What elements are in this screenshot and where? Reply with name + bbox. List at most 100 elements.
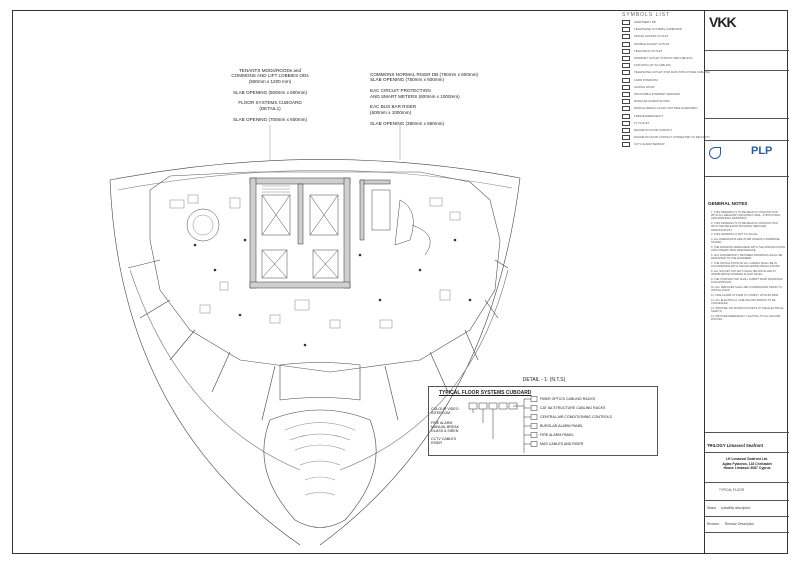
- client-line: House Limassol 3087 Cyprus: [723, 466, 771, 471]
- symbols-title: SYMBOLS LIST: [622, 12, 671, 18]
- symbol-icon: [622, 128, 630, 133]
- symbol-row: TELEVISION OUTLET: [622, 48, 663, 54]
- symbol-row: FRIDGE EMERGENCY: [622, 113, 664, 119]
- symbol-row: PIR DOUBLE INTERNET SENSORS: [622, 92, 680, 97]
- symbol-icon: [622, 135, 630, 141]
- general-note: 14. PROVIDE EMERGENCY LIGHTING TO ALL ES…: [711, 315, 781, 322]
- detail-left-label: CCTV CABLES RISER: [431, 437, 456, 445]
- client-address: LH Limassol Seafront Ltd.Agias Fylaxeos,…: [709, 457, 785, 471]
- top-note-line: (DETAIL1): [259, 105, 281, 111]
- symbol-row: TELEPHONE OUTLET (FOR DATA STRUCTURE CAB…: [622, 70, 710, 76]
- symbol-icon: [622, 113, 630, 119]
- title-block: VKK PLP GENERAL NOTES 1. THIS DRAWING IS…: [704, 10, 789, 554]
- top-notes-right: COMMONS NORMAL RISER DB (780mm x 600mm)S…: [370, 72, 480, 126]
- plp-logo: PLP: [751, 145, 773, 157]
- detail-diagram: [468, 396, 538, 453]
- top-note-line: SLAB OPENING (750mm x 600mm): [370, 77, 445, 83]
- top-note-line: SLAB OPENING (380mm x 850mm): [370, 120, 445, 126]
- detail-right-label: FIBER OPTICS CABLING RACKS: [540, 396, 596, 401]
- detail-right-label: BURGLAR ALARM PANEL: [540, 423, 584, 428]
- symbol-label: APARTMENT DB: [634, 20, 656, 25]
- symbol-icon: [622, 34, 630, 40]
- symbol-icon: [622, 120, 630, 126]
- symbol-label: CCTV ALARM SENSOR: [634, 142, 665, 147]
- symbol-icon: [622, 63, 630, 69]
- general-note: 5. THE DRAWING WHEN READ WITH THE SPECIF…: [711, 246, 785, 253]
- general-note: 4. ALL DIMENSIONS ARE IN MM UNLESS OTHER…: [711, 238, 780, 245]
- symbol-icon: [622, 92, 630, 97]
- symbol-label: INTERNET OUTLET (STRUCTURE CABLING): [634, 56, 693, 61]
- detail-right-label: FIRE ALARM PANEL: [540, 432, 574, 437]
- symbol-label: SINGLE SOCKET OUTLET: [634, 34, 669, 39]
- symbol-icon: [622, 77, 630, 83]
- symbol-label: BURGLAR ALARM KEYPAD: [634, 99, 670, 104]
- status-label: Status: [707, 506, 717, 510]
- symbol-label: FOR DATA CAT 6A CABLING: [634, 63, 671, 68]
- symbol-row: TV OUTLET: [622, 120, 650, 126]
- symbol-icon: [622, 84, 630, 90]
- symbols-list: SYMBOLS LIST APARTMENT DB TELEPHONE SYSTE…: [622, 12, 710, 152]
- symbol-icon: [622, 70, 630, 76]
- top-note-line: (500mm x 1200 mm): [248, 78, 292, 84]
- general-note: 10. ALL SERVICES SHALL BE COORDINATED PR…: [711, 286, 782, 293]
- top-note-line: EAC CIRCUIT PROTECTION: [370, 88, 431, 94]
- top-note-line: SLAB OPENING (700mm x 600mm): [232, 116, 308, 122]
- detail-title: DETAIL - 1: (N.T.S): [522, 377, 566, 383]
- symbol-icon: [622, 106, 630, 112]
- top-note-line: (600mm x 1000mm): [370, 109, 412, 115]
- symbol-label: MAGNETIC DOOR CONTACT CONNECTED TO SECUR…: [634, 135, 710, 140]
- general-note: 1. THIS DRAWING IS TO BE READ IN CONJUNC…: [711, 211, 781, 221]
- symbol-row: CCTV ALARM SENSOR: [622, 142, 665, 148]
- symbol-label: MAGNETIC DOOR CONTACT: [634, 128, 673, 133]
- client-line: LH Limassol Seafront Ltd.: [725, 457, 768, 461]
- client-line: Agias Fylaxeos, 118 Christabel: [722, 461, 772, 466]
- symbol-icon: [622, 48, 630, 54]
- general-note: 3. THIS DRAWING IS NOT TO SCALE.: [711, 233, 759, 237]
- top-note-line: EAC BUS BAR RISER: [370, 104, 417, 110]
- detail-left-label: FIRE ALARM MANUAL BREAK GLASS & SIREN: [431, 421, 460, 433]
- symbol-label: SLIDING DOOR: [634, 85, 655, 90]
- symbol-label: TV OUTLET: [634, 121, 650, 126]
- top-note-line: SLAB OPENING (500mm x 600mm): [232, 89, 308, 95]
- symbol-label: FRIDGE EMERGENCY: [634, 113, 664, 118]
- general-note: 11. FIRE ALARM SYSTEM TO COMPLY WITH BS …: [711, 294, 779, 298]
- general-note: 9. THE CONTRACTOR SHALL SUBMIT SHOP DRAW…: [711, 278, 783, 285]
- symbol-label: TELEPHONE SYSTEMS CUPBOARD: [634, 27, 682, 32]
- symbol-row: MANUAL BREAK GLASS UNIT FIRE ALARM BELL: [622, 106, 699, 112]
- symbol-icon: [622, 99, 630, 105]
- symbol-row: FOR DATA CAT 6A CABLING: [622, 63, 671, 69]
- top-note-line: TENANTS MODs/ROODs and: [238, 68, 302, 73]
- general-note: 7. THE INSTALLATION OF ALL CABLES SHALL …: [711, 262, 781, 269]
- symbol-row: SLIDING DOOR: [622, 84, 655, 90]
- status-value: suitability description: [721, 506, 751, 510]
- symbol-icon: [622, 56, 630, 61]
- general-note: 2. THIS DRAWING IS TO BE READ IN CONJUNC…: [711, 222, 778, 232]
- top-note-line: AND SMART METERS (600mm x 1000mm): [370, 93, 460, 99]
- detail-right-label: CENTRAL AIR CONDITIONING CONTROLS: [540, 414, 612, 419]
- general-note: 8. ALL SOCKET OUTLETS SHALL BE INSTALLED…: [711, 270, 776, 277]
- symbol-row: CARD INTERCOM: [622, 77, 658, 83]
- symbol-label: MANUAL BREAK GLASS UNIT FIRE ALARM BELL: [634, 106, 699, 111]
- symbol-icon: [622, 27, 630, 33]
- symbol-row: MAGNETIC DOOR CONTACT CONNECTED TO SECUR…: [622, 135, 710, 141]
- symbol-row: INTERNET OUTLET (STRUCTURE CABLING): [622, 56, 693, 61]
- symbol-row: APARTMENT DB: [622, 20, 656, 25]
- symbol-icon: [622, 20, 630, 25]
- top-note-line: COMMONS AND LIFT LOBBIES ODs: [231, 73, 309, 79]
- general-note: 6. ANY DISCREPANCY BETWEEN DRAWINGS SHAL…: [711, 254, 783, 261]
- symbol-label: TELEVISION OUTLET: [634, 49, 663, 54]
- project-name: TRILOGY Limassol Seafront: [707, 443, 763, 448]
- drawing-frame: [12, 10, 788, 554]
- consultant-logo: [709, 147, 721, 159]
- symbol-label: DOUBLE SOCKET OUTLET: [634, 41, 670, 46]
- top-note-line: COMMONS NORMAL RISER DB (780mm x 600mm): [370, 72, 479, 77]
- symbol-label: CARD INTERCOM: [634, 77, 658, 82]
- symbol-icon: [622, 41, 630, 47]
- symbol-label: PIR DOUBLE INTERNET SENSORS: [634, 92, 681, 97]
- symbol-row: SINGLE SOCKET OUTLET: [622, 34, 669, 40]
- symbol-row: DOUBLE SOCKET OUTLET: [622, 41, 670, 47]
- revision-value: Revision Description: [725, 522, 755, 526]
